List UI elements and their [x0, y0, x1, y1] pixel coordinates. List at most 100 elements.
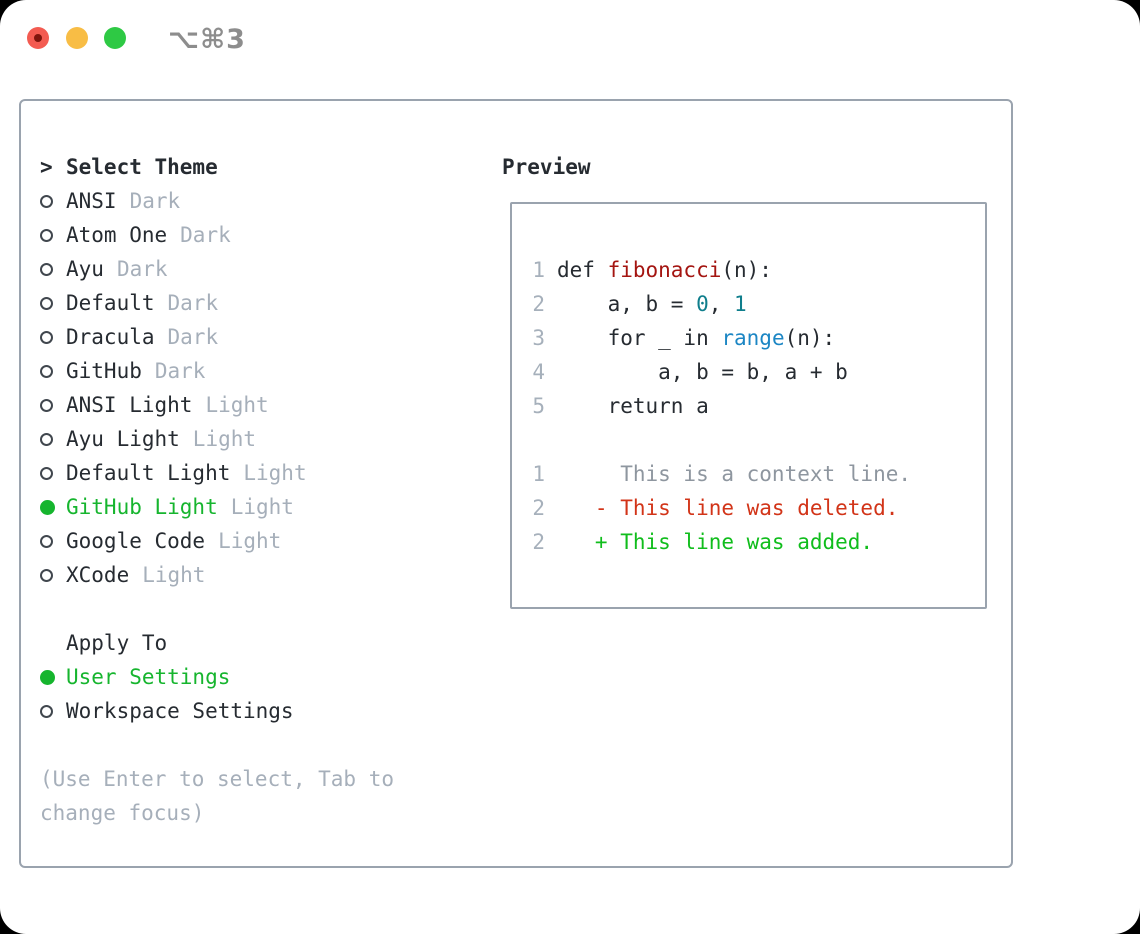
radio-icon [40, 432, 53, 446]
code-segment-code: def [557, 258, 608, 282]
theme-item-default-light[interactable]: Default Light Light [40, 456, 490, 490]
line-code: return a [557, 389, 709, 423]
preview-line: 5 return a [532, 389, 985, 423]
code-segment-code: return a [557, 394, 709, 418]
blank-line [532, 423, 985, 457]
select-theme-title: Select Theme [66, 155, 218, 179]
code-segment-deleted: - This line was deleted. [557, 496, 899, 520]
item-variant-tag: Dark [180, 223, 231, 247]
item-label: Dracula [66, 325, 155, 349]
radio-icon [40, 669, 55, 685]
radio-marker [40, 296, 66, 310]
code-segment-func: fibonacci [607, 258, 722, 282]
item-variant-tag: Dark [116, 257, 168, 281]
line-code: - This line was deleted. [557, 491, 898, 525]
line-code: a, b = 0, 1 [557, 287, 747, 321]
item-label: GitHub [66, 359, 142, 383]
item-label: ANSI [66, 189, 117, 213]
theme-item-ayu[interactable]: Ayu Dark [40, 252, 490, 286]
code-segment-code: for _ in [557, 326, 722, 350]
titlebar: ⌥⌘3 [0, 0, 1140, 76]
item-variant-tag: Light [205, 393, 269, 417]
line-code: + This line was added. [557, 525, 873, 559]
theme-item-xcode[interactable]: XCode Light [40, 558, 490, 592]
gap [40, 592, 490, 626]
line-code: def fibonacci(n): [557, 253, 772, 287]
code-segment-code: a, b = [557, 292, 697, 316]
radio-marker [40, 466, 66, 480]
item-label: XCode [66, 563, 130, 587]
line-number: 2 [532, 496, 545, 520]
apply-to-list: User Settings Workspace Settings [40, 660, 490, 728]
code-segment-added: + This line was added. [557, 530, 874, 554]
item-variant-tag: Dark [167, 325, 219, 349]
window-title: ⌥⌘3 [168, 24, 246, 55]
item-variant-tag: Light [230, 495, 294, 519]
radio-marker [40, 330, 66, 344]
line-number: 1 [532, 258, 545, 282]
theme-item-ayu-light[interactable]: Ayu Light Light [40, 422, 490, 456]
item-label: Ayu [66, 257, 104, 281]
radio-icon [40, 534, 53, 548]
radio-icon [40, 228, 53, 242]
radio-icon [40, 330, 53, 344]
preview-line: 2 a, b = 0, 1 [532, 287, 985, 321]
item-label: Default [66, 291, 155, 315]
preview-line: 1 def fibonacci(n): [532, 253, 985, 287]
select-theme-header: > Select Theme [40, 150, 490, 184]
item-label: Default Light [66, 461, 231, 485]
item-variant-tag: Dark [167, 291, 219, 315]
theme-item-github-light[interactable]: GitHub Light Light [40, 490, 490, 524]
radio-icon [40, 499, 55, 515]
theme-item-ansi[interactable]: ANSI Dark [40, 184, 490, 218]
line-number: 1 [532, 462, 545, 486]
apply-to-header: Apply To [40, 626, 490, 660]
theme-item-default[interactable]: Default Dark [40, 286, 490, 320]
item-variant-tag: Light [192, 427, 257, 451]
theme-item-ansi-light[interactable]: ANSI Light Light [40, 388, 490, 422]
code-segment-context: This is a context line. [557, 462, 912, 486]
theme-item-google-code[interactable]: Google Code Light [40, 524, 490, 558]
radio-icon [40, 568, 53, 582]
theme-item-github[interactable]: GitHub Dark [40, 354, 490, 388]
code-segment-code: a, b = b, a + b [557, 360, 848, 384]
radio-icon [40, 466, 53, 480]
line-code: This is a context line. [557, 457, 911, 491]
radio-icon [40, 194, 53, 208]
preview-box: 1 def fibonacci(n): 2 a, b = 0, 1 3 for … [510, 202, 987, 609]
minimize-button[interactable] [66, 27, 88, 49]
preview-code: 1 def fibonacci(n): 2 a, b = 0, 1 3 for … [532, 253, 985, 559]
code-segment-builtin: range [721, 326, 785, 350]
theme-list: ANSI Dark Atom One Dark Ayu Dark Default… [40, 184, 490, 592]
theme-column: > Select Theme ANSI Dark Atom One Dark A… [40, 150, 490, 830]
code-segment-num: 0 [696, 292, 709, 316]
item-label: Workspace Settings [66, 699, 294, 723]
prompt-arrow: > [40, 155, 53, 179]
code-segment-num: 1 [734, 292, 747, 316]
item-label: Atom One [66, 223, 168, 247]
radio-marker [40, 262, 66, 276]
radio-icon [40, 704, 53, 718]
line-code: a, b = b, a + b [557, 355, 848, 389]
code-segment-code: (n): [784, 326, 836, 350]
radio-marker [40, 669, 66, 685]
apply-option-user-settings[interactable]: User Settings [40, 660, 490, 694]
zoom-button[interactable] [104, 27, 126, 49]
theme-item-dracula[interactable]: Dracula Dark [40, 320, 490, 354]
line-number: 2 [532, 530, 545, 554]
radio-marker [40, 364, 66, 378]
item-variant-tag: Light [142, 563, 206, 587]
radio-marker [40, 704, 66, 718]
line-code: for _ in range(n): [557, 321, 836, 355]
code-segment-code: (n): [721, 258, 772, 282]
apply-option-workspace-settings[interactable]: Workspace Settings [40, 694, 490, 728]
preview-line: 4 a, b = b, a + b [532, 355, 985, 389]
line-number: 3 [532, 326, 545, 350]
theme-item-atom-one[interactable]: Atom One Dark [40, 218, 490, 252]
preview-line: 3 for _ in range(n): [532, 321, 985, 355]
item-label: GitHub Light [66, 495, 218, 519]
close-button[interactable] [27, 27, 49, 49]
radio-marker [40, 499, 66, 515]
radio-marker [40, 398, 66, 412]
